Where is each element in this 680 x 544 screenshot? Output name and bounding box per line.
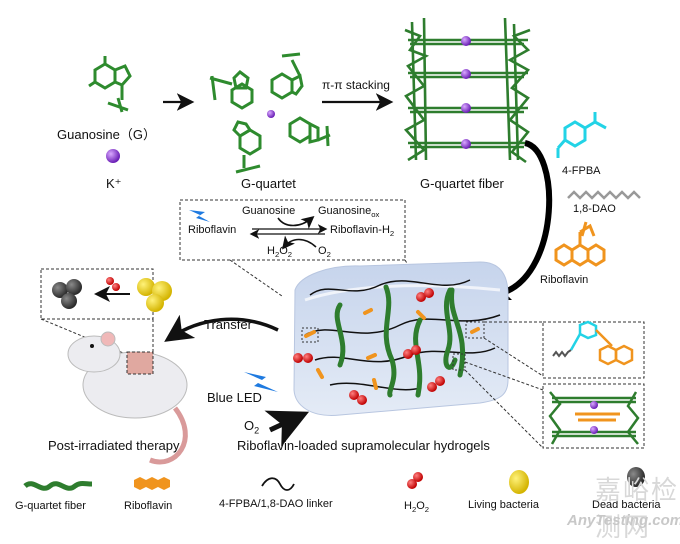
legend-h2o2-icon <box>407 472 423 489</box>
legend-label-linker: 4-FPBA/1,8-DAO linker <box>219 498 333 510</box>
watermark-cn: 嘉峪检测网 <box>595 475 680 542</box>
legend-label-gquartet-fiber: G-quartet fiber <box>15 500 86 512</box>
h2o2-molecules <box>293 288 445 405</box>
legend-black-wave-icon <box>261 477 295 491</box>
guanosine-label: Guanosine（G） <box>57 127 156 142</box>
diagram-canvas <box>23 17 645 494</box>
k-ion-label: K⁺ <box>106 176 122 191</box>
reaction-guanosine: Guanosine <box>242 205 296 217</box>
blue-led-label: Blue LED <box>207 390 262 405</box>
reaction-o2: O2 <box>318 245 331 260</box>
stacking-label: π-π stacking <box>322 78 390 92</box>
gquartet-molecule-icon <box>209 52 331 174</box>
gquartet-label: G-quartet <box>241 176 296 191</box>
fpba-label: 4-FPBA <box>562 165 601 177</box>
blue-led-lightning-icon <box>244 372 278 392</box>
legend-green-wave-icon <box>23 481 93 491</box>
legend-label-living-bacteria: Living bacteria <box>468 499 539 511</box>
legend-gray-sphere-icon <box>627 467 645 487</box>
gquartet-k-ion <box>267 110 275 118</box>
reaction-riboflavin-h2: Riboflavin-H2 <box>330 224 395 239</box>
dao-label: 1,8-DAO <box>573 203 616 215</box>
reaction-h2o2: H2O2 <box>267 245 293 260</box>
o2-arrow <box>264 410 310 447</box>
watermark-en: AnyTesting.com <box>567 512 680 529</box>
transfer-label: Transfer <box>204 317 252 332</box>
lightning-icon <box>189 210 210 222</box>
infection-site <box>126 351 154 375</box>
fiber-k-ion-3 <box>461 103 471 113</box>
fiber-label: G-quartet fiber <box>420 176 504 191</box>
riboflavin-label: Riboflavin <box>540 274 589 286</box>
guanosine-molecule-icon <box>88 56 132 113</box>
potassium-ion-icon <box>106 149 120 163</box>
reaction-riboflavin: Riboflavin <box>188 224 237 236</box>
fiber-k-ion-2 <box>461 69 471 79</box>
fiber-k-ion-1 <box>461 36 471 46</box>
legend-yellow-sphere-icon <box>509 470 529 494</box>
riboflavin-molecule-icon <box>554 221 606 267</box>
o2-label: O2 <box>244 418 260 436</box>
fpba-molecule-icon <box>556 112 607 158</box>
stacking-inset-box <box>542 383 645 449</box>
reaction-guanosine-ox: Guanosineox <box>318 205 380 220</box>
hydrogel-label: Riboflavin-loaded supramolecular hydroge… <box>237 438 490 453</box>
transfer-arrow <box>164 314 279 342</box>
fiber-k-ion-4 <box>461 139 471 149</box>
legend-label-riboflavin: Riboflavin <box>124 500 173 512</box>
assembly-curved-arrow <box>503 140 553 295</box>
legend-label-h2o2: H2O2 <box>404 500 430 515</box>
hydrogel-block <box>293 261 509 416</box>
legend-orange-hexagons-icon <box>134 477 170 490</box>
reaction-box <box>179 199 406 261</box>
therapy-label: Post-irradiated therapy <box>48 438 180 453</box>
linker-inset-box <box>542 321 645 379</box>
dao-molecule-icon <box>567 190 641 200</box>
legend-label-dead-bacteria: Dead bacteria <box>592 499 661 511</box>
mouse-illustration <box>67 331 188 465</box>
